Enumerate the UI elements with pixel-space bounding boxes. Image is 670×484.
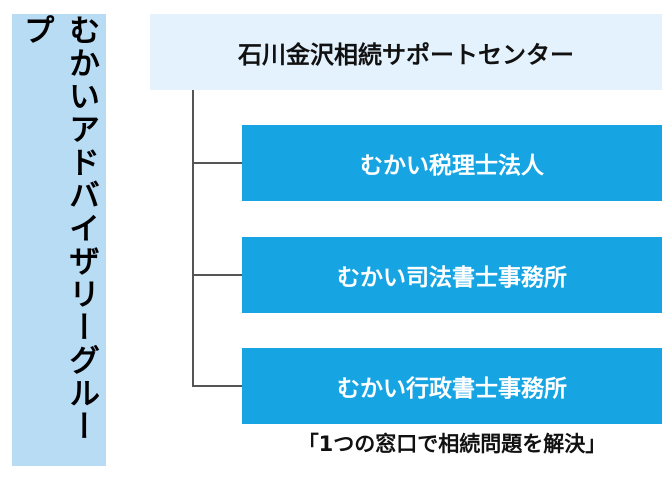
connector-branch — [192, 385, 242, 387]
connector-branch — [192, 162, 242, 164]
group-sidebar: むかいアドバイザリーグループ — [12, 14, 106, 466]
center-box: 石川金沢相続サポートセンター — [150, 14, 662, 90]
office-judicial-scrivener: むかい司法書士事務所 — [242, 237, 662, 313]
connector-trunk — [192, 90, 194, 386]
connector-branch — [192, 274, 242, 276]
group-name: むかいアドバイザリーグループ — [18, 14, 99, 443]
tagline: 「1つの窓口で相続問題を解決」 — [297, 432, 607, 456]
office-tax: むかい税理士法人 — [242, 125, 662, 201]
office-administrative-scrivener: むかい行政書士事務所 — [242, 348, 662, 424]
